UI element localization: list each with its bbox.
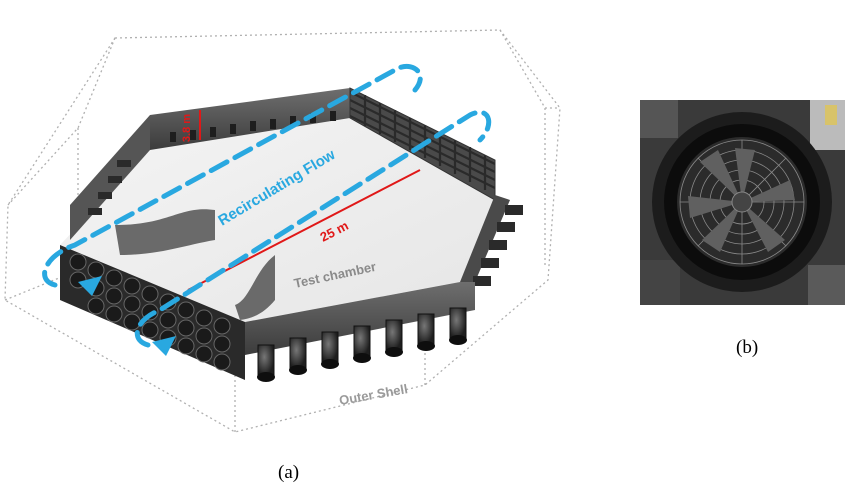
- length-dimension-line: [187, 169, 421, 291]
- right-wall-pipes: [473, 205, 523, 286]
- ramp-right: [235, 255, 275, 320]
- fan-photo: [640, 100, 845, 305]
- front-wall: [245, 282, 475, 355]
- right-wall: [460, 195, 510, 282]
- caption-b: (b): [736, 337, 759, 358]
- caption-a: (a): [278, 462, 300, 483]
- recirculating-flow-path: [42, 63, 492, 348]
- shell-label: Outer Shell: [338, 381, 409, 408]
- back-wall-slots: [170, 111, 336, 142]
- wind-tunnel-diagram: 3.8 m 25 m Recirculating Flow Test chamb…: [4, 29, 561, 433]
- front-pipes: [257, 307, 467, 382]
- ramp-left: [115, 209, 215, 255]
- left-wall-pipes: [88, 160, 131, 215]
- flow-arrow-icon: [78, 276, 176, 356]
- fan-blade-icon: [688, 148, 795, 252]
- chamber-floor: [60, 118, 495, 322]
- height-label: 3.8 m: [181, 114, 193, 142]
